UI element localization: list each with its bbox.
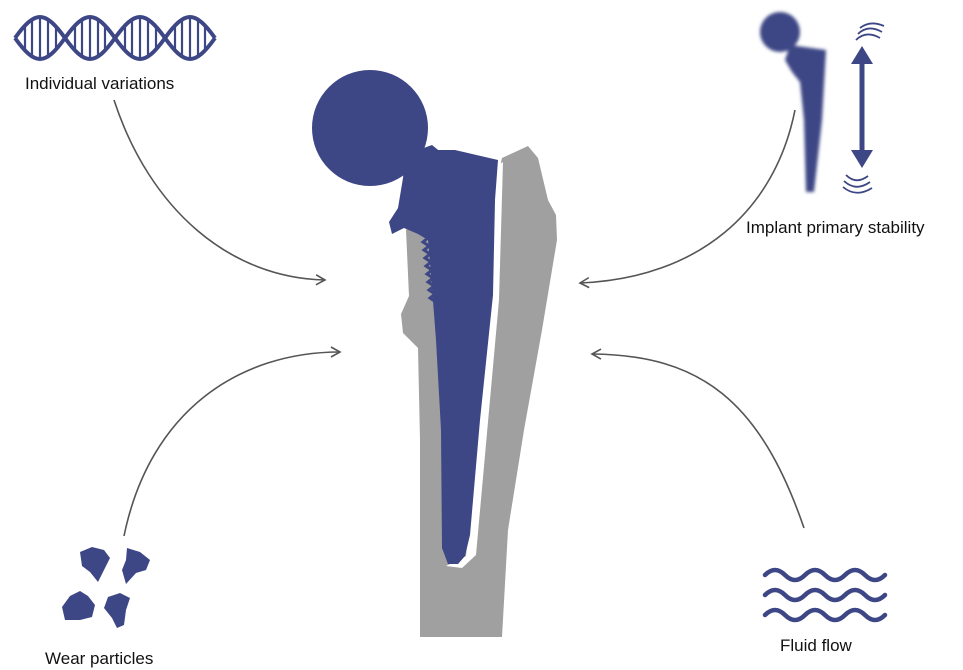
label-implant-primary-stability: Implant primary stability xyxy=(746,218,925,238)
label-wear-particles: Wear particles xyxy=(45,649,153,669)
arrow-individual-variations xyxy=(114,100,325,280)
arrow-fluid-flow xyxy=(592,354,804,528)
wear-particles-icon xyxy=(62,547,150,628)
dna-helix-icon xyxy=(15,17,215,59)
arrow-wear-particles xyxy=(124,352,340,536)
fluid-waves-icon xyxy=(765,570,885,620)
hip-implant-in-femur-icon xyxy=(312,70,557,637)
label-fluid-flow: Fluid flow xyxy=(780,636,852,656)
label-individual-variations: Individual variations xyxy=(25,74,174,94)
arrow-implant-primary-stability xyxy=(580,110,795,283)
vertical-double-arrow xyxy=(851,46,873,168)
implant-head xyxy=(312,70,428,186)
loaded-hip-stem-icon xyxy=(760,12,884,193)
